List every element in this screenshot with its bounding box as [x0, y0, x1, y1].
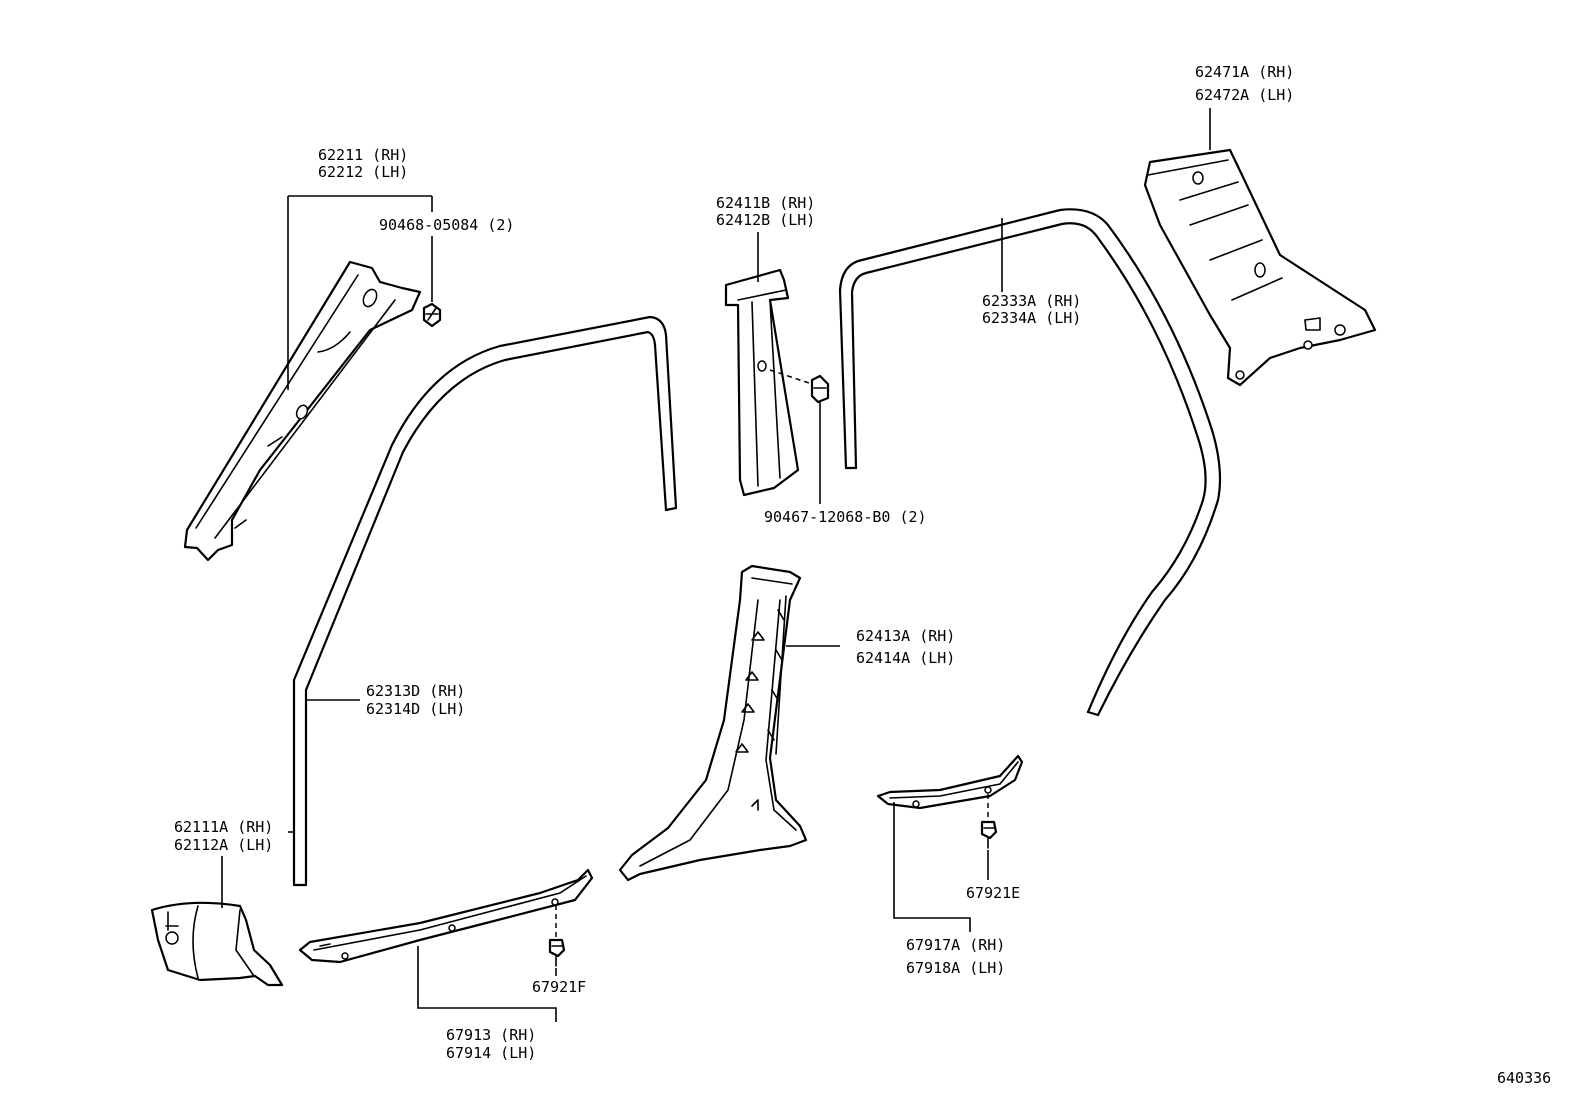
rear-door-weatherstrip [838, 208, 1222, 717]
label-67914: 67914 (LH) [446, 1044, 536, 1062]
label-67917a: 67917A (RH) [906, 936, 1005, 954]
label-67913: 67913 (RH) [446, 1026, 536, 1044]
label-62413a: 62413A (RH) [856, 627, 955, 645]
center-pillar-lower-garnish [618, 564, 808, 882]
label-62472a: 62472A (LH) [1195, 86, 1294, 104]
label-90467-12068-b0: 90467-12068-B0 (2) [764, 508, 927, 526]
label-62111a: 62111A (RH) [174, 818, 273, 836]
label-62471a: 62471A (RH) [1195, 63, 1294, 81]
front-kick-panel [150, 901, 284, 987]
rear-pillar-garnish [1143, 148, 1377, 387]
label-67921e: 67921E [966, 884, 1020, 902]
diagram-id: 640336 [1497, 1069, 1551, 1087]
label-90468-05084: 90468-05084 (2) [379, 216, 514, 234]
label-62333a: 62333A (RH) [982, 292, 1081, 310]
label-67918a: 67918A (LH) [906, 959, 1005, 977]
clip-90468 [422, 302, 442, 328]
label-62411b: 62411B (RH) [716, 194, 815, 212]
clip-90467 [769, 369, 830, 404]
label-62412b: 62412B (LH) [716, 211, 815, 229]
clip-67921e [980, 794, 998, 849]
label-62313d: 62313D (RH) [366, 682, 465, 700]
part-labels: 62211 (RH) 62212 (LH) 90468-05084 (2) 62… [174, 63, 1551, 1087]
clip-67921f [548, 905, 566, 967]
label-62314d: 62314D (LH) [366, 700, 465, 718]
front-scuff-plate [298, 868, 594, 964]
rear-scuff-plate [876, 754, 1024, 810]
center-pillar-upper-garnish [724, 268, 800, 497]
leader-lines [221, 108, 1211, 1022]
label-62414a: 62414A (LH) [856, 649, 955, 667]
front-door-weatherstrip [292, 315, 678, 887]
label-62212: 62212 (LH) [318, 163, 408, 181]
label-62334a: 62334A (LH) [982, 309, 1081, 327]
label-62211: 62211 (RH) [318, 146, 408, 164]
label-62112a: 62112A (LH) [174, 836, 273, 854]
label-67921f: 67921F [532, 978, 586, 996]
front-pillar-garnish [183, 260, 422, 562]
